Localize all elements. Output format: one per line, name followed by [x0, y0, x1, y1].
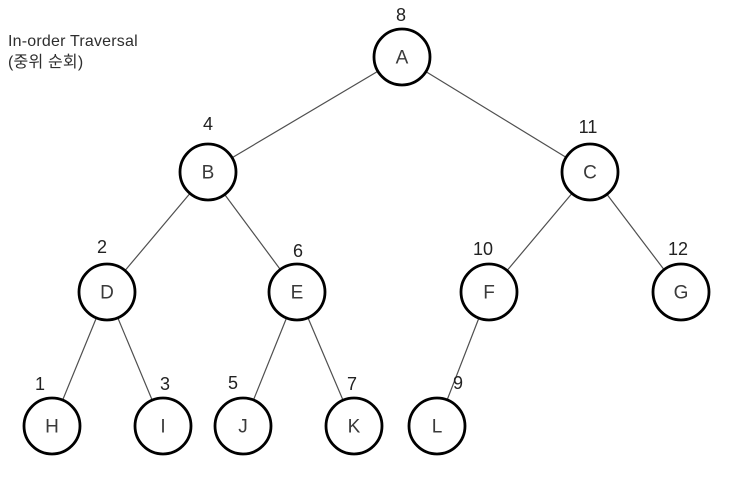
node-A-order-label: 8 [396, 5, 406, 25]
node-G-order-label: 12 [668, 239, 688, 259]
node-G-letter: G [674, 282, 689, 303]
node-F-letter: F [483, 282, 495, 303]
node-E-letter: E [291, 282, 304, 303]
node-F-circle [459, 262, 519, 322]
diagram-title: In-order Traversal (중위 순회) [8, 31, 138, 73]
title-line-korean: (중위 순회) [8, 54, 84, 71]
node-E-order-label: 6 [293, 241, 303, 261]
node-J-order-label: 5 [228, 373, 238, 393]
node-D-order-label: 2 [97, 237, 107, 257]
node-B-order-label: 4 [203, 114, 213, 134]
edge-A-B [207, 56, 403, 173]
node-J-circle [213, 396, 273, 456]
node-L-order-label: 9 [453, 373, 463, 393]
node-L-circle [407, 396, 467, 456]
node-D-circle [77, 262, 137, 322]
node-C-letter: C [583, 162, 597, 183]
edge-A-C [401, 56, 591, 173]
node-I-letter: I [160, 416, 165, 437]
node-A-letter: A [396, 47, 409, 68]
node-B-letter: B [202, 162, 215, 183]
node-D-letter: D [100, 282, 114, 303]
node-J-letter: J [238, 416, 248, 437]
node-A-circle [372, 27, 432, 87]
node-G-circle [651, 262, 711, 322]
node-C-circle [560, 142, 620, 202]
node-H-order-label: 1 [35, 374, 45, 394]
node-K-order-label: 7 [347, 374, 357, 394]
node-H-circle [22, 396, 82, 456]
node-I-circle [133, 396, 193, 456]
node-I-order-label: 3 [160, 374, 170, 394]
node-K-letter: K [348, 416, 361, 437]
node-K-circle [324, 396, 384, 456]
node-F-order-label: 10 [473, 239, 493, 259]
node-E-circle [267, 262, 327, 322]
node-B-circle [178, 142, 238, 202]
tree-nodes: A 8B 4C 11D 2E 6F 10G 12H 1I 3J 5K 7L 9 [22, 5, 711, 456]
tree-edges [51, 56, 682, 427]
title-line-english: In-order Traversal [8, 33, 138, 50]
node-C-order-label: 11 [579, 117, 598, 137]
node-L-letter: L [432, 416, 443, 437]
node-H-letter: H [45, 416, 59, 437]
